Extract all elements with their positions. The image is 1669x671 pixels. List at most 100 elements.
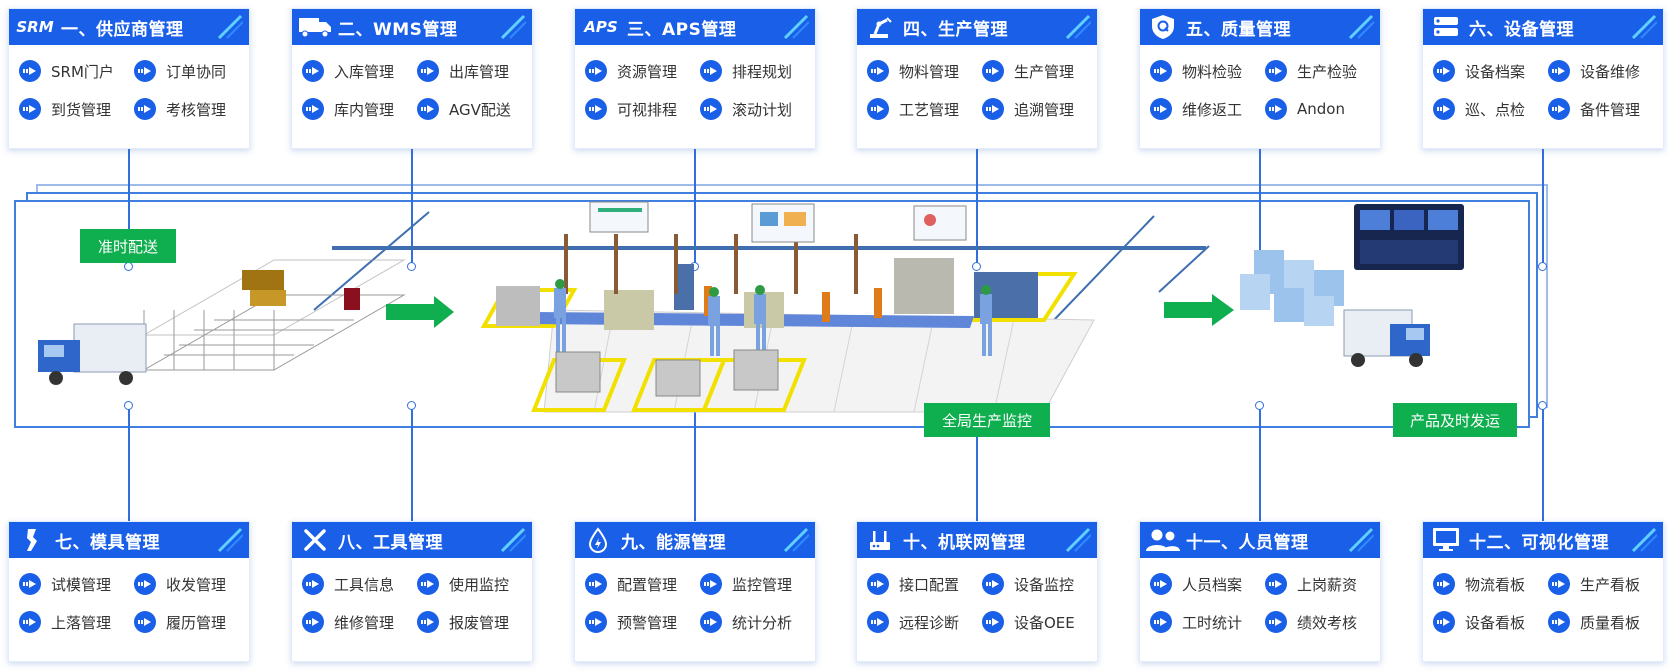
control-room-image	[1354, 204, 1464, 270]
arrow-bullet-icon	[1548, 573, 1570, 595]
header-slash-decoration	[781, 527, 810, 553]
module-item[interactable]: 绩效考核	[1265, 611, 1380, 633]
module-item[interactable]: 预警管理	[585, 611, 700, 633]
module-item[interactable]: 追溯管理	[982, 98, 1097, 120]
module-item[interactable]: 维修返工	[1150, 98, 1265, 120]
router-icon	[857, 522, 903, 558]
module-item-label: 统计分析	[732, 613, 793, 632]
connector-dot	[124, 401, 133, 410]
module-item[interactable]: 巡、点检	[1433, 98, 1548, 120]
header-slash-decoration	[498, 527, 527, 553]
module-item-label: 设备监控	[1014, 575, 1075, 594]
module-header: 六、设备管理	[1423, 9, 1663, 45]
module-item[interactable]: 收发管理	[134, 573, 249, 595]
module-item[interactable]: 滚动计划	[700, 98, 815, 120]
header-slash-decoration	[1629, 527, 1658, 553]
module-item[interactable]: 报废管理	[417, 611, 532, 633]
module-item[interactable]: 出库管理	[417, 60, 532, 82]
delivery-truck-right	[1343, 309, 1430, 367]
module-item-label: 上岗薪资	[1297, 575, 1358, 594]
monitor-label: 全局生产监控	[924, 403, 1050, 437]
arrow-bullet-icon	[585, 611, 607, 633]
module-item[interactable]: AGV配送	[417, 98, 532, 120]
arrow-bullet-icon	[700, 98, 722, 120]
module-item-grid: 物流看板生产看板设备看板质量看板	[1423, 558, 1663, 633]
arrow-bullet-icon	[867, 98, 889, 120]
module-item[interactable]: 可视排程	[585, 98, 700, 120]
module-item[interactable]: 生产看板	[1548, 573, 1663, 595]
module-item[interactable]: 订单协同	[134, 60, 249, 82]
tools-icon	[292, 522, 338, 558]
arrow-bullet-icon	[585, 60, 607, 82]
module-badge: SRM	[16, 18, 54, 36]
module-item[interactable]: 使用监控	[417, 573, 532, 595]
module-item[interactable]: 设备档案	[1433, 60, 1548, 82]
module-card-visual: 十二、可视化管理物流看板生产看板设备看板质量看板	[1422, 521, 1664, 662]
module-card-energy: 九、能源管理配置管理监控管理预警管理统计分析	[574, 521, 816, 662]
module-item[interactable]: 物料管理	[867, 60, 982, 82]
module-item-label: 工艺管理	[899, 100, 960, 119]
module-item-label: 设备OEE	[1014, 613, 1075, 632]
module-item[interactable]: SRM门户	[19, 60, 134, 82]
module-item[interactable]: 上岗薪资	[1265, 573, 1380, 595]
module-item[interactable]: 生产检验	[1265, 60, 1380, 82]
module-item[interactable]: 远程诊断	[867, 611, 982, 633]
module-item-label: 物料管理	[899, 62, 960, 81]
module-item[interactable]: 维修管理	[302, 611, 417, 633]
module-title: 七、模具管理	[55, 532, 160, 553]
arrow-bullet-icon	[1548, 60, 1570, 82]
module-header: 五、质量管理	[1140, 9, 1380, 45]
diagonal-rail	[1158, 245, 1210, 293]
module-item[interactable]: 接口配置	[867, 573, 982, 595]
module-item[interactable]: 备件管理	[1548, 98, 1663, 120]
connector-line-bottom	[128, 405, 130, 521]
diagonal-rail	[1053, 215, 1155, 321]
module-item-label: 接口配置	[899, 575, 960, 594]
module-item[interactable]: 考核管理	[134, 98, 249, 120]
module-item[interactable]: 入库管理	[302, 60, 417, 82]
module-title: 八、工具管理	[338, 532, 443, 553]
module-item[interactable]: Andon	[1265, 98, 1380, 120]
flow-arrow-1	[386, 296, 454, 328]
module-item-label: 设备档案	[1465, 62, 1526, 81]
module-item[interactable]: 配置管理	[585, 573, 700, 595]
arrow-bullet-icon	[134, 611, 156, 633]
arrow-bullet-icon	[19, 611, 41, 633]
module-item[interactable]: 库内管理	[302, 98, 417, 120]
module-item[interactable]: 生产管理	[982, 60, 1097, 82]
module-item[interactable]: 设备维修	[1548, 60, 1663, 82]
module-item-label: 订单协同	[166, 62, 227, 81]
module-card-iot: 十、机联网管理接口配置设备监控远程诊断设备OEE	[856, 521, 1098, 662]
module-title: 三、APS管理	[627, 19, 737, 40]
module-item[interactable]: 排程规划	[700, 60, 815, 82]
module-item[interactable]: 到货管理	[19, 98, 134, 120]
module-item[interactable]: 质量看板	[1548, 611, 1663, 633]
arrow-bullet-icon	[19, 60, 41, 82]
module-item[interactable]: 物料检验	[1150, 60, 1265, 82]
connector-dot	[407, 262, 416, 271]
module-item-label: 工具信息	[334, 575, 395, 594]
module-item[interactable]: 资源管理	[585, 60, 700, 82]
module-item[interactable]: 物流看板	[1433, 573, 1548, 595]
module-item[interactable]: 统计分析	[700, 611, 815, 633]
module-item[interactable]: 监控管理	[700, 573, 815, 595]
module-item-label: 巡、点检	[1465, 100, 1526, 119]
module-item[interactable]: 上落管理	[19, 611, 134, 633]
module-item-label: 履历管理	[166, 613, 227, 632]
module-item-label: AGV配送	[449, 100, 511, 119]
module-item[interactable]: 人员档案	[1150, 573, 1265, 595]
module-item[interactable]: 工艺管理	[867, 98, 982, 120]
module-item[interactable]: 试模管理	[19, 573, 134, 595]
module-item[interactable]: 工时统计	[1150, 611, 1265, 633]
module-item-label: 入库管理	[334, 62, 395, 81]
module-item[interactable]: 工具信息	[302, 573, 417, 595]
module-item[interactable]: 设备OEE	[982, 611, 1097, 633]
module-item-label: 出库管理	[449, 62, 510, 81]
module-item[interactable]: 设备监控	[982, 573, 1097, 595]
module-item[interactable]: 履历管理	[134, 611, 249, 633]
module-item[interactable]: 设备看板	[1433, 611, 1548, 633]
